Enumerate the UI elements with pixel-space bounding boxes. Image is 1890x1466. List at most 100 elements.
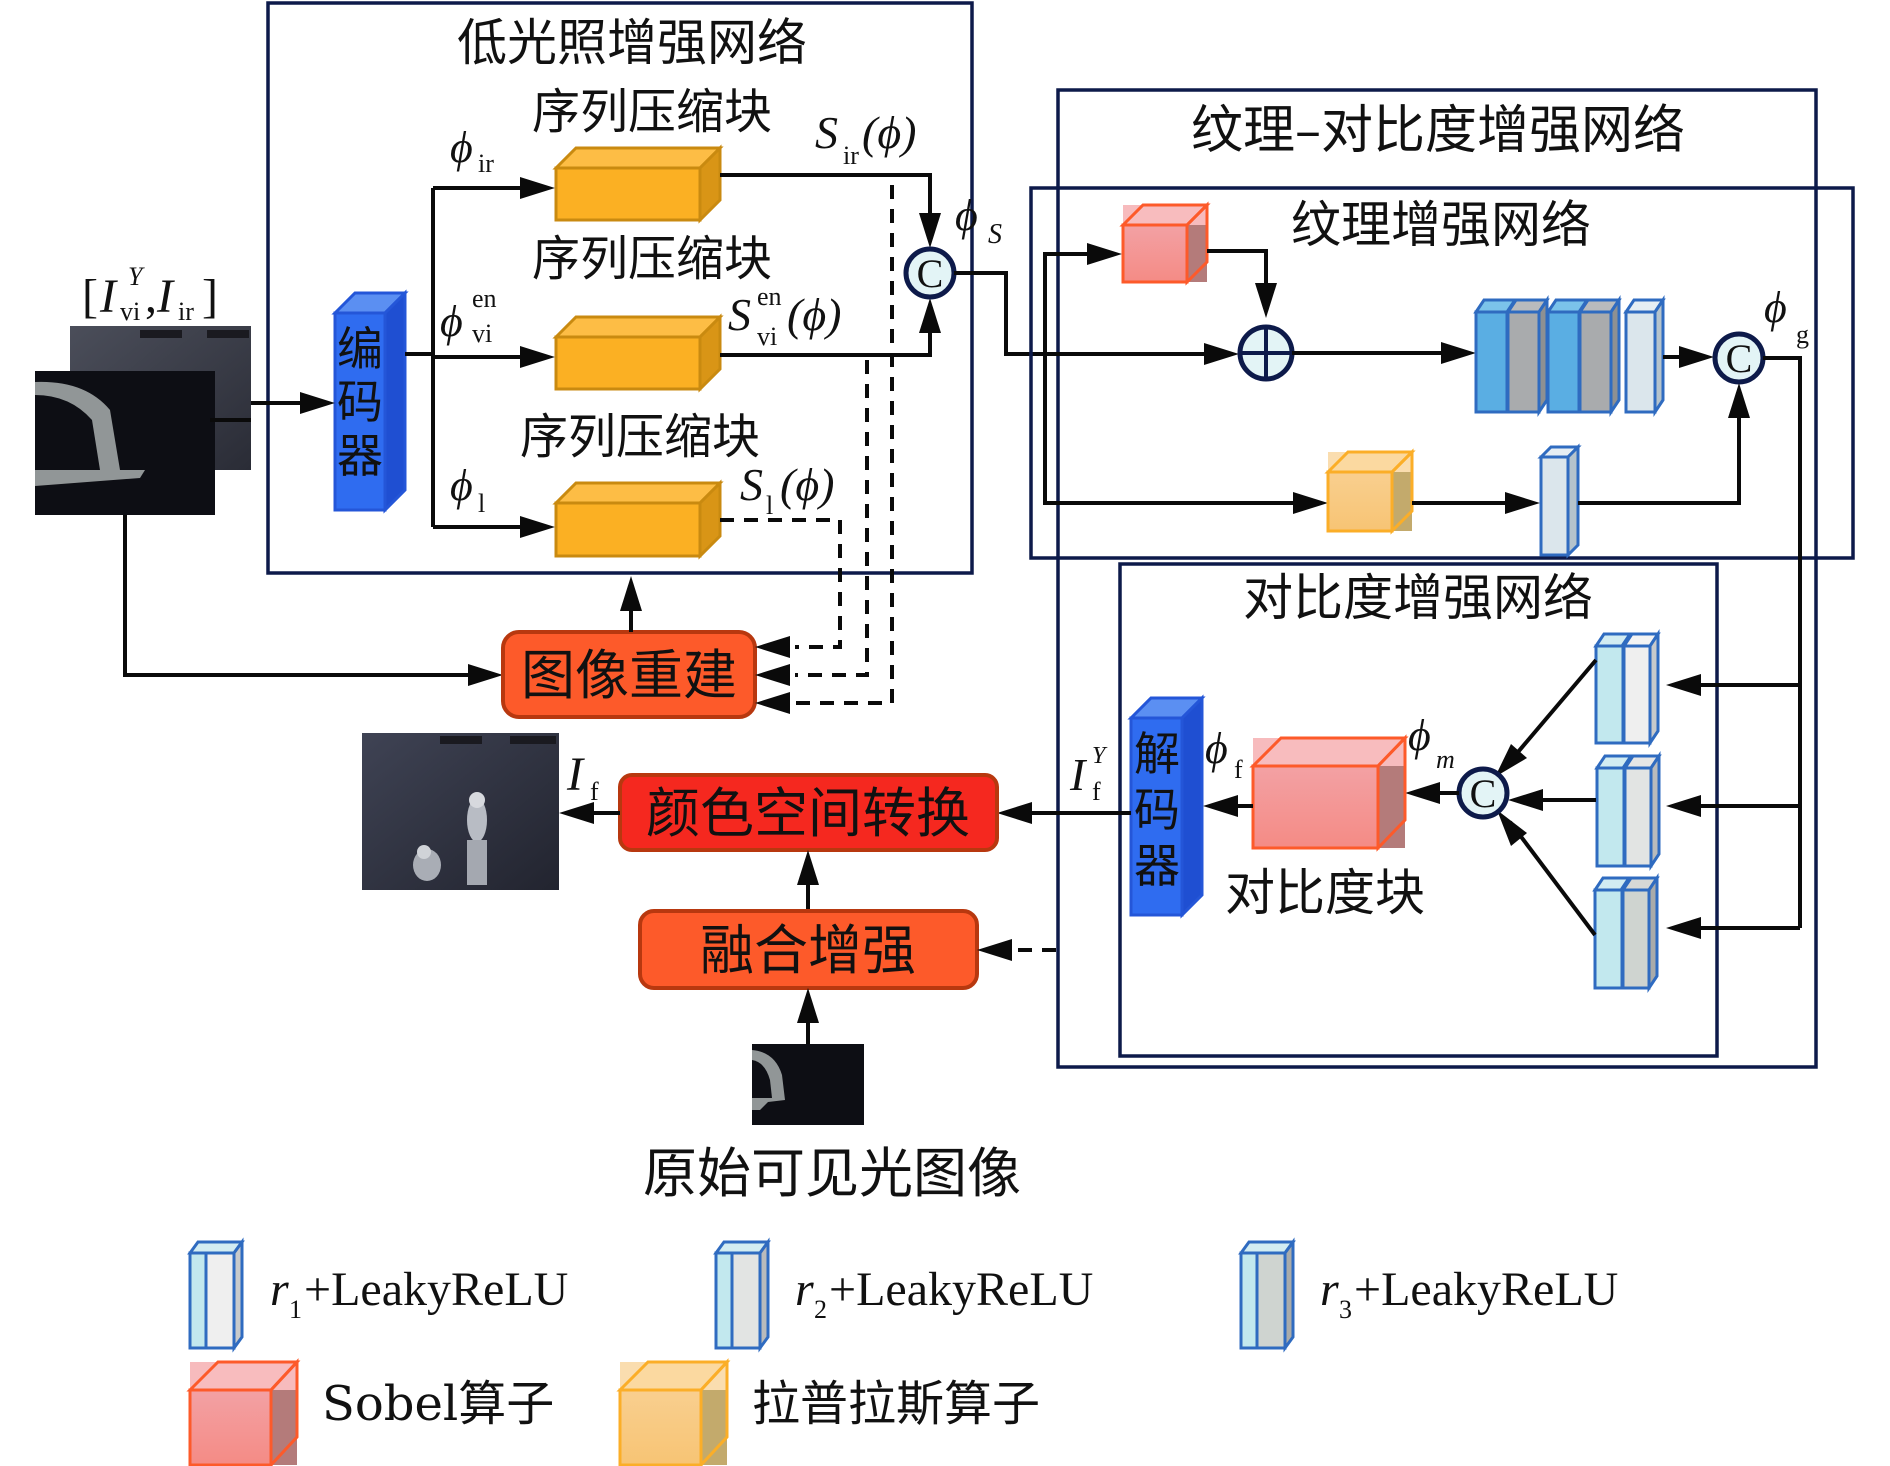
svg-text:r: r bbox=[1320, 1263, 1339, 1316]
svg-text:ϕ: ϕ bbox=[955, 191, 978, 240]
svg-text:r: r bbox=[795, 1263, 814, 1316]
svg-text:ir: ir bbox=[178, 297, 194, 326]
svg-text:I: I bbox=[566, 748, 585, 801]
color-space-conversion-block[interactable]: 颜色空间转换 bbox=[618, 773, 999, 852]
seq-block-label: 序列压缩块 bbox=[532, 231, 772, 287]
r3-to-concat-line bbox=[1508, 820, 1597, 937]
svg-text:+LeakyReLU: +LeakyReLU bbox=[304, 1263, 568, 1316]
input-label: [ I Y vi , I ir ] bbox=[82, 262, 218, 326]
arrow-head bbox=[1666, 674, 1701, 696]
svg-text:2: 2 bbox=[814, 1295, 827, 1324]
svg-text:ϕ: ϕ bbox=[1408, 711, 1431, 760]
decoder-label-char: 解 bbox=[1134, 727, 1180, 781]
s-vi-en-label: S en vi (ϕ) bbox=[728, 282, 841, 351]
legend-item-laplacian: 拉普拉斯算子 bbox=[616, 1358, 1040, 1466]
svg-text:g: g bbox=[1796, 320, 1809, 349]
legend-item-r3: r 3 +LeakyReLU bbox=[1238, 1237, 1618, 1353]
sequence-compression-block-l[interactable] bbox=[552, 479, 724, 560]
conv-layer-light-single[interactable] bbox=[1537, 443, 1582, 559]
phi-m-label: ϕ m bbox=[1408, 711, 1455, 774]
phi-s-label: ϕ S bbox=[955, 191, 1002, 250]
laplacian-operator-block[interactable] bbox=[1324, 448, 1416, 535]
r3-conv-block[interactable] bbox=[1592, 873, 1660, 993]
sequence-compression-block-vi[interactable] bbox=[552, 313, 724, 393]
svg-text:ϕ: ϕ bbox=[450, 123, 473, 172]
arrow-head bbox=[620, 576, 642, 611]
conv-layer-light bbox=[1623, 295, 1666, 417]
texture-contrast-enhancement-network: 纹理–对比度增强网络 bbox=[1056, 88, 1818, 1069]
svg-text:en: en bbox=[472, 284, 497, 313]
sequence-compression-block-ir[interactable] bbox=[552, 144, 724, 224]
arrow-head bbox=[559, 802, 594, 824]
svg-text:Y: Y bbox=[128, 262, 145, 291]
s-ir-label: S ir (ϕ) bbox=[815, 107, 916, 170]
arrow-head bbox=[1666, 917, 1701, 939]
texture-network-title: 纹理增强网络 bbox=[1291, 196, 1591, 254]
arrow-head bbox=[1495, 744, 1527, 777]
svg-text:vi: vi bbox=[120, 297, 140, 326]
svg-text:3: 3 bbox=[1339, 1295, 1352, 1324]
legend-item-r2: r 2 +LeakyReLU bbox=[713, 1237, 1093, 1353]
decoder-block[interactable]: 解 码 器 bbox=[1127, 694, 1206, 919]
laplacian-cube-icon bbox=[616, 1358, 731, 1466]
arrow-head bbox=[520, 177, 555, 199]
r1-conv-block[interactable] bbox=[1593, 629, 1661, 748]
fused-output-image bbox=[362, 733, 559, 890]
fusion-enhancement-block[interactable]: 融合增强 bbox=[638, 909, 979, 990]
svg-text:C: C bbox=[1726, 336, 1753, 381]
sobel-operator-block[interactable] bbox=[1119, 201, 1211, 286]
concat-node-s: C bbox=[903, 246, 957, 300]
svg-text:S: S bbox=[988, 219, 1002, 250]
arrow-head bbox=[1441, 342, 1476, 364]
svg-text:+LeakyReLU: +LeakyReLU bbox=[1354, 1263, 1618, 1316]
svg-text:(ϕ): (ϕ) bbox=[787, 289, 841, 340]
conv-stack[interactable] bbox=[1473, 295, 1666, 417]
low-light-network-frame bbox=[266, 1, 974, 575]
svg-text:S: S bbox=[728, 289, 751, 340]
svg-text:l: l bbox=[478, 489, 485, 518]
phi-ir-label: ϕ ir bbox=[450, 123, 494, 178]
svg-text:f: f bbox=[1092, 777, 1101, 806]
r2-conv-block[interactable] bbox=[1594, 751, 1662, 871]
svg-text:1: 1 bbox=[289, 1295, 302, 1324]
svg-text:f: f bbox=[1234, 755, 1243, 784]
low-light-network-title: 低光照增强网络 bbox=[457, 14, 807, 72]
svg-text:+LeakyReLU: +LeakyReLU bbox=[829, 1263, 1093, 1316]
source-visible-image bbox=[752, 1044, 864, 1125]
dashed-line-vi bbox=[795, 360, 869, 677]
input-images: [ I Y vi , I ir ] bbox=[35, 262, 251, 515]
sobel-to-add-line bbox=[1207, 249, 1268, 290]
seq-block-label: 序列压缩块 bbox=[520, 409, 760, 465]
svg-text:I: I bbox=[156, 270, 175, 323]
arrow-head bbox=[977, 939, 1012, 961]
svg-text:颜色空间转换: 颜色空间转换 bbox=[646, 782, 970, 845]
contrast-block[interactable] bbox=[1249, 734, 1409, 852]
phi-l-label: ϕ l bbox=[450, 461, 485, 518]
svg-text:(ϕ): (ϕ) bbox=[862, 107, 916, 158]
svg-text:I: I bbox=[1069, 749, 1088, 800]
texture-network-frame bbox=[1029, 186, 1855, 560]
arrow-head bbox=[755, 664, 790, 686]
encoder-block[interactable]: 编 码 器 bbox=[331, 289, 409, 514]
decoder-label-char: 码 bbox=[1134, 783, 1180, 837]
r2-block-icon bbox=[713, 1237, 771, 1353]
svg-text:ϕ: ϕ bbox=[440, 297, 463, 346]
arrow-head bbox=[1255, 283, 1277, 318]
r1-to-concat-line bbox=[1505, 658, 1598, 767]
contrast-network-frame bbox=[1118, 562, 1719, 1058]
conv-layer-gray bbox=[1577, 295, 1622, 417]
low-light-enhancement-network: 低光照增强网络 编 码 器 bbox=[266, 1, 1002, 705]
arrow-head bbox=[1293, 492, 1328, 514]
contrast-block-label: 对比度块 bbox=[1225, 864, 1425, 922]
arrow-head bbox=[1203, 795, 1238, 817]
branch-line-laplacian bbox=[1043, 354, 1295, 505]
s-ir-line bbox=[720, 173, 932, 220]
svg-text:C: C bbox=[917, 251, 944, 296]
svg-text:ϕ: ϕ bbox=[450, 461, 473, 510]
arrow-head bbox=[755, 692, 790, 714]
image-reconstruction-block[interactable]: 图像重建 bbox=[501, 630, 757, 719]
sobel-cube-icon bbox=[186, 1358, 301, 1466]
encoder-label-char: 码 bbox=[337, 375, 383, 429]
svg-text:ir: ir bbox=[843, 141, 859, 170]
